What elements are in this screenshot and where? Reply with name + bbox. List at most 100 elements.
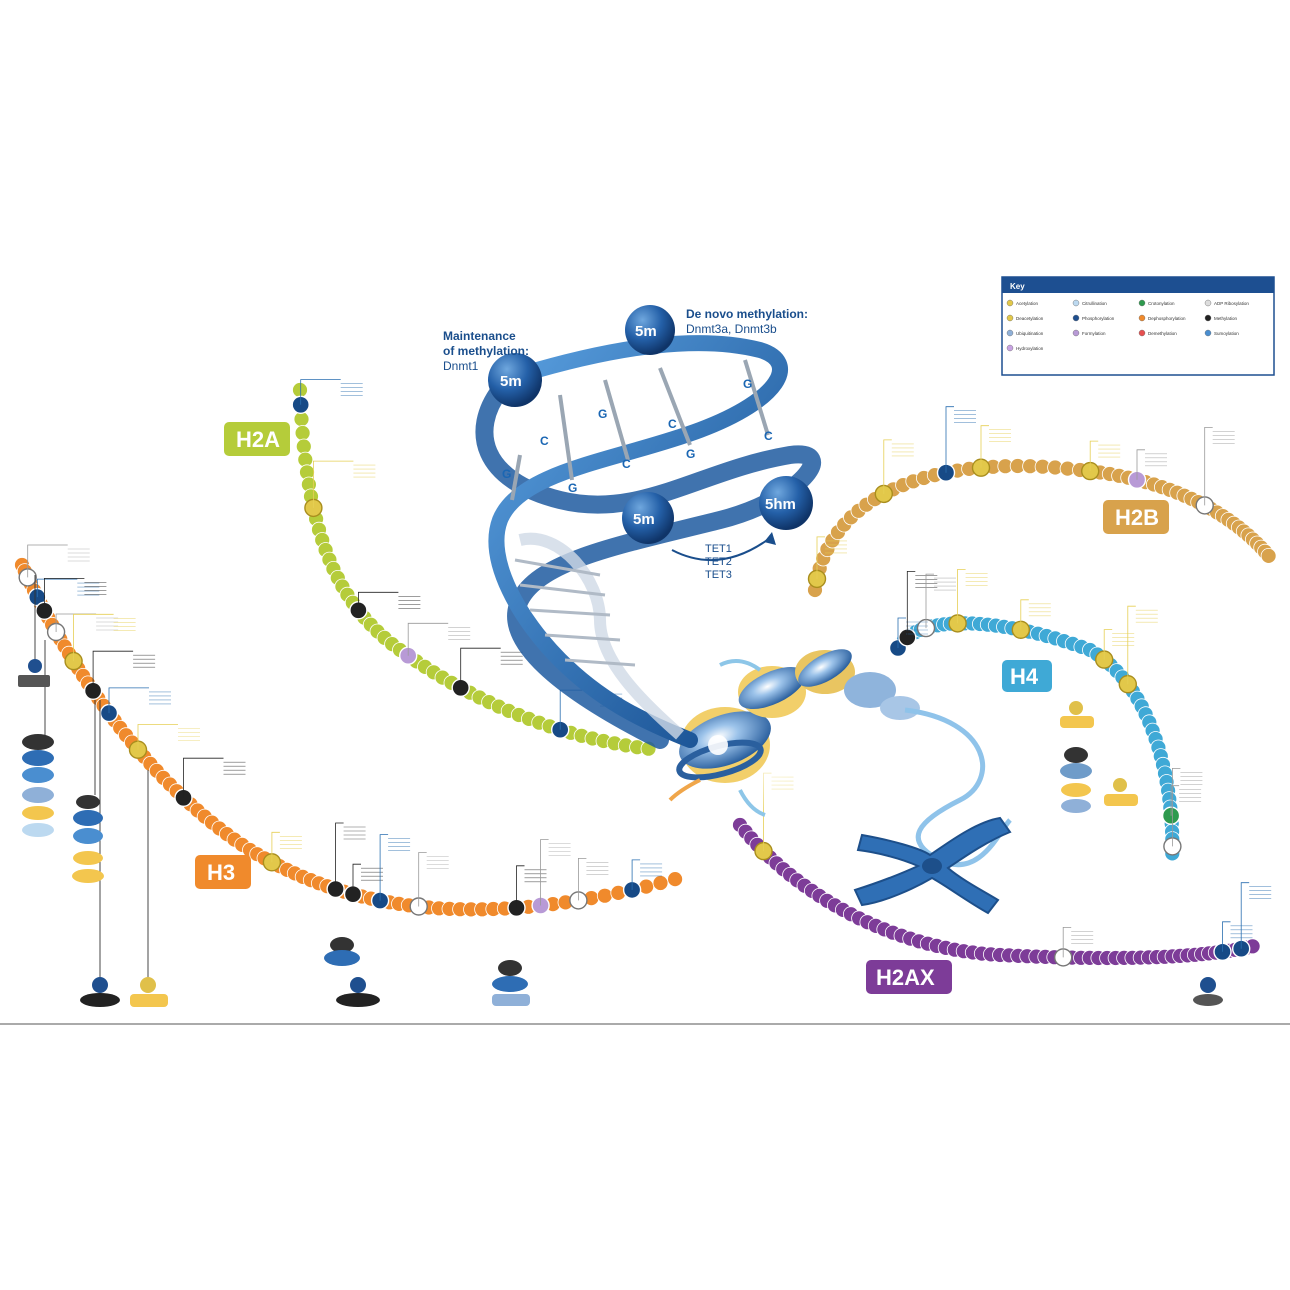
legend-item-label: ADP Ribosylation bbox=[1214, 301, 1249, 306]
annotation-tick bbox=[1103, 629, 1113, 660]
legend-swatch bbox=[1006, 329, 1014, 337]
base-top-2: G bbox=[598, 407, 607, 421]
annotation-tick bbox=[407, 622, 449, 656]
label-h4: H4 bbox=[1002, 660, 1052, 692]
legend-swatch bbox=[1006, 299, 1014, 307]
chain-h2ax bbox=[732, 817, 1261, 966]
annotation-tick bbox=[1062, 927, 1072, 958]
annotation-tick bbox=[1127, 605, 1136, 685]
annotation-tick bbox=[980, 425, 989, 468]
annotation-tick bbox=[357, 591, 399, 611]
methyl-sphere-lower: 5m bbox=[622, 492, 674, 544]
base-bottom-4: G bbox=[686, 447, 695, 461]
legend-swatch bbox=[1204, 314, 1212, 322]
legend-item-label: Ubiquitination bbox=[1016, 331, 1044, 336]
svg-text:H2A: H2A bbox=[236, 427, 280, 452]
annotation-tick bbox=[1136, 449, 1145, 480]
residue-bead bbox=[596, 887, 613, 904]
svg-text:H2AX: H2AX bbox=[876, 965, 935, 990]
annotation-tick bbox=[945, 406, 954, 473]
chain-h4 bbox=[890, 615, 1181, 862]
annotation-tick bbox=[957, 569, 966, 624]
annotation-tick bbox=[418, 852, 427, 907]
svg-text:5m: 5m bbox=[500, 373, 522, 390]
annotation-tick bbox=[1204, 426, 1213, 506]
annotation-tick bbox=[816, 536, 825, 579]
annotation-tick bbox=[27, 544, 68, 578]
residue-bead bbox=[1260, 548, 1277, 564]
annotation-tick bbox=[335, 822, 344, 889]
legend-swatch bbox=[1204, 329, 1212, 337]
annotation-tick bbox=[460, 647, 501, 688]
chain-h2b bbox=[807, 458, 1277, 598]
base-bottom-3: C bbox=[622, 457, 631, 471]
base-top-3: C bbox=[668, 417, 677, 431]
annotation-tick bbox=[36, 578, 78, 598]
annotation-tick bbox=[1089, 440, 1099, 472]
annotation-tick bbox=[578, 858, 587, 901]
legend-item-label: Citrullination bbox=[1082, 301, 1107, 306]
label-h2b: H2B bbox=[1103, 500, 1169, 534]
annotation-tick bbox=[906, 571, 916, 638]
legend-item-label: Sumoylation bbox=[1214, 331, 1239, 336]
annotation-tick bbox=[44, 578, 85, 611]
annotation-tick bbox=[1170, 785, 1180, 816]
annotation-tick bbox=[1172, 768, 1181, 847]
legend-swatch bbox=[1072, 329, 1080, 337]
svg-text:H4: H4 bbox=[1010, 664, 1039, 689]
annotation-lines bbox=[27, 379, 1272, 980]
annotation-tick bbox=[73, 613, 114, 662]
label-h2a: H2A bbox=[224, 422, 290, 456]
legend-swatch bbox=[1006, 314, 1014, 322]
denovo-title: De novo methylation: bbox=[686, 307, 808, 321]
annotation-tick bbox=[300, 379, 341, 405]
annotation-tick bbox=[352, 863, 361, 895]
legend-items: Acetylation Citrullination Crotonylation AD… bbox=[1006, 299, 1249, 352]
dna-double-helix: C G C G G G C G C 5m 5m 5m 5hm TET1 TET2 bbox=[443, 305, 821, 749]
reader-proteins-h3 bbox=[18, 659, 1223, 1007]
legend-swatch bbox=[1072, 299, 1080, 307]
legend-item-label: Crotonylation bbox=[1148, 301, 1175, 306]
annotation-tick bbox=[897, 617, 906, 648]
legend-item-label: Hydroxylation bbox=[1016, 346, 1044, 351]
annotation-tick bbox=[1222, 921, 1231, 952]
legend-swatch bbox=[1138, 314, 1146, 322]
annotation-tick bbox=[540, 839, 549, 906]
svg-text:H2B: H2B bbox=[1115, 505, 1159, 530]
legend-item-label: Acetylation bbox=[1016, 301, 1039, 306]
legend-swatch bbox=[1138, 329, 1146, 337]
label-h2ax: H2AX bbox=[866, 960, 952, 994]
svg-text:5m: 5m bbox=[633, 511, 655, 528]
denovo-enzymes: Dnmt3a, Dnmt3b bbox=[686, 322, 777, 336]
base-bottom-5: C bbox=[764, 429, 773, 443]
annotation-tick bbox=[631, 859, 641, 890]
tet-enzyme-1: TET1 bbox=[705, 543, 732, 555]
annotation-tick bbox=[92, 650, 134, 691]
annotation-tick bbox=[516, 865, 525, 908]
svg-text:5hm: 5hm bbox=[765, 496, 796, 513]
chromatin-strand bbox=[904, 707, 1012, 868]
methyl-sphere-denovo: 5m bbox=[625, 305, 675, 355]
legend-swatch bbox=[1204, 299, 1212, 307]
annotation-tick bbox=[379, 834, 389, 901]
base-bottom-1: G bbox=[502, 467, 511, 481]
annotation-tick bbox=[108, 687, 149, 714]
residue-bead bbox=[292, 382, 308, 398]
annotation-tick bbox=[1240, 882, 1250, 949]
tet-conversion-arrow bbox=[671, 537, 771, 561]
legend-item-label: Phosphorylation bbox=[1082, 316, 1115, 321]
hydroxymethyl-sphere: 5hm bbox=[759, 476, 813, 530]
nucleosome-cluster bbox=[650, 649, 920, 817]
legend-swatch bbox=[1006, 344, 1014, 352]
base-top-1: C bbox=[540, 434, 549, 448]
maintenance-title-2: of methylation: bbox=[443, 344, 529, 358]
tet-enzyme-2: TET2 bbox=[705, 556, 732, 568]
base-top-4: G bbox=[743, 377, 752, 391]
legend-item-label: Formylation bbox=[1082, 331, 1106, 336]
annotation-tick bbox=[183, 757, 224, 798]
maintenance-enzyme: Dnmt1 bbox=[443, 359, 479, 373]
annotation-tick bbox=[925, 573, 934, 629]
annotation-tick bbox=[271, 831, 280, 863]
